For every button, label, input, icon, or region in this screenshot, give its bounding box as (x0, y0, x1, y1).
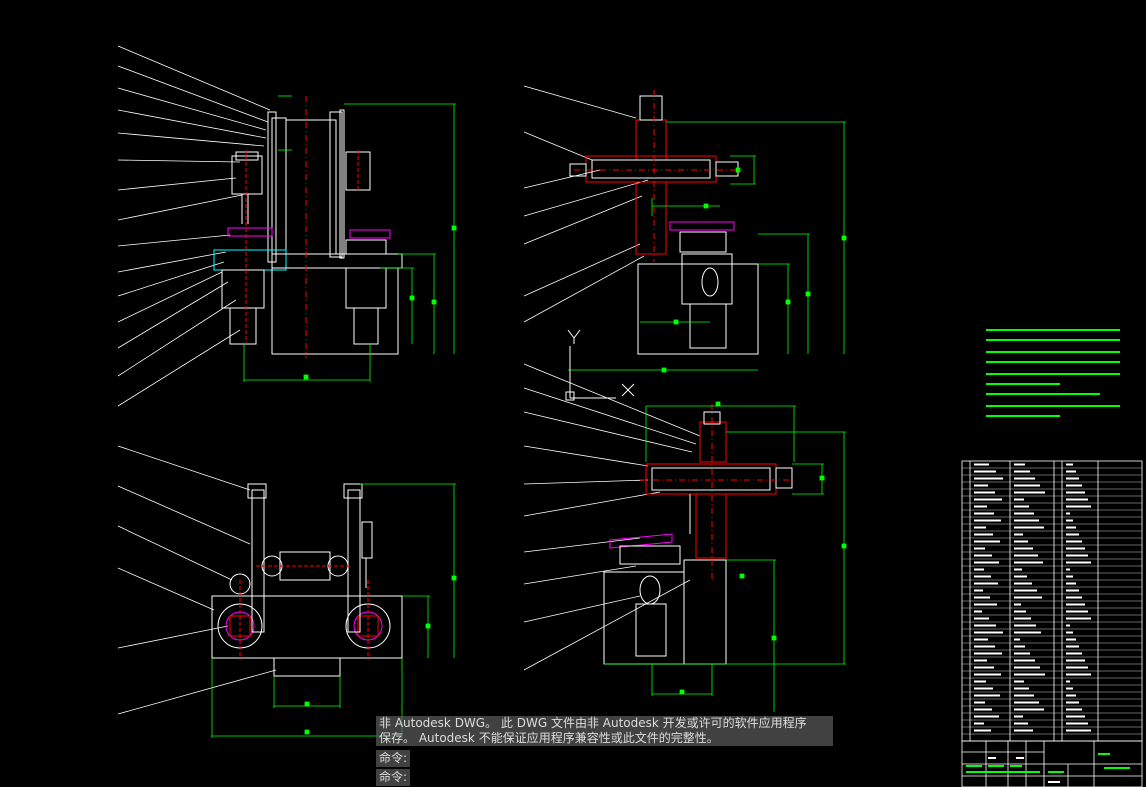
dwg-warning-message: 非 Autodesk DWG。 此 DWG 文件由非 Autodesk 开发或许… (376, 716, 833, 746)
view-top (117, 445, 457, 738)
ucs-icon (565, 329, 635, 401)
leader-lines-view2 (523, 85, 649, 323)
dimensions-view1 (243, 95, 457, 382)
view-front (117, 45, 457, 407)
command-prompt-1: 命令: (376, 750, 411, 767)
technical-notes (986, 329, 1120, 417)
view-side-lower (523, 363, 847, 712)
warning-line-1: 非 Autodesk DWG。 此 DWG 文件由非 Autodesk 开发或许… (379, 716, 807, 730)
leader-lines-view1 (117, 45, 271, 407)
view-side-upper (523, 85, 847, 373)
title-block (961, 740, 1143, 787)
command-line-panel[interactable]: 非 Autodesk DWG。 此 DWG 文件由非 Autodesk 开发或许… (376, 716, 833, 786)
parts-list-table (961, 460, 1143, 742)
warning-line-2: 保存。 Autodesk 不能保证应用程序兼容性或此文件的完整性。 (379, 731, 719, 745)
command-prompt-2[interactable]: 命令: (376, 769, 411, 786)
